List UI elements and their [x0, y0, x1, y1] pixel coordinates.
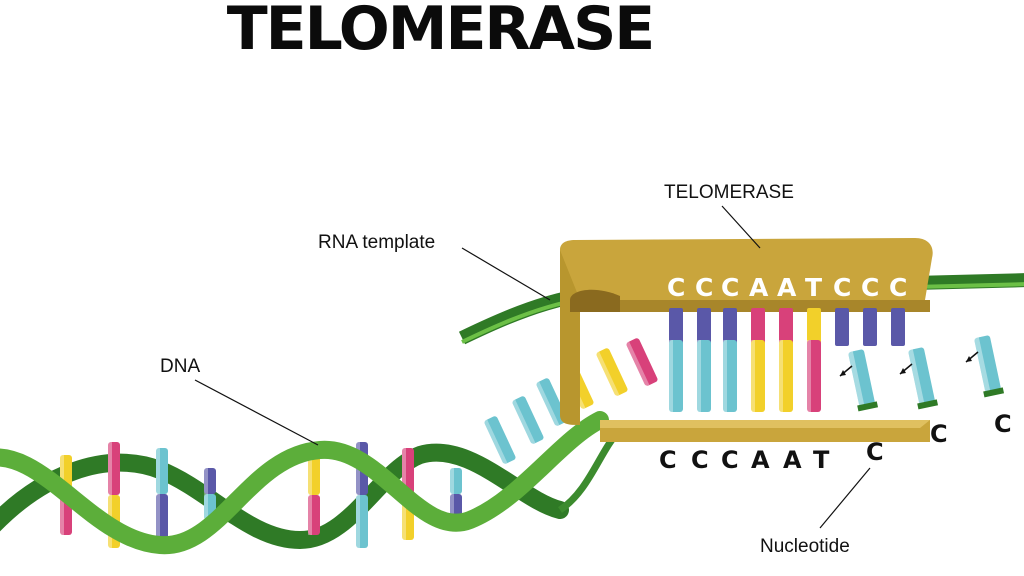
synthesized-base — [697, 340, 711, 412]
synthesized-base — [751, 340, 765, 412]
incoming-nucleotide — [907, 347, 939, 410]
single-strand-base — [483, 416, 516, 465]
telomerase-leader — [721, 205, 761, 249]
diagram-title: TELOMERASE — [226, 0, 656, 64]
synthesized-letter: C — [721, 446, 739, 474]
incoming-letter: C — [930, 420, 948, 448]
template-base — [751, 308, 765, 346]
incoming-letter: C — [994, 410, 1012, 438]
incoming-nucleotides — [839, 335, 1005, 412]
synthesized-letter: A — [783, 446, 802, 474]
template-base — [807, 308, 821, 346]
dna-double-helix — [0, 411, 921, 555]
template-base — [723, 308, 737, 346]
synthesized-base — [723, 340, 737, 412]
nucleotide-label: Nucleotide — [760, 536, 850, 557]
synthesized-base — [779, 340, 793, 412]
single-strand-base — [535, 378, 568, 427]
rna-template-label: RNA template — [318, 232, 436, 253]
single-strand-bases — [483, 338, 658, 465]
synthesized-letter: A — [751, 446, 770, 474]
template-base — [779, 308, 793, 346]
synthesized-letter: C — [659, 446, 677, 474]
dna-leader — [194, 379, 319, 446]
template-bases — [669, 308, 905, 346]
synthesized-base — [669, 340, 683, 412]
synthesized-letter: T — [813, 446, 830, 474]
telomerase-label: TELOMERASE — [664, 182, 794, 203]
template-base — [835, 308, 849, 346]
incoming-nucleotide — [847, 349, 879, 412]
single-strand-base — [625, 338, 658, 387]
template-base — [697, 308, 711, 346]
template-base — [863, 308, 877, 346]
template-base — [669, 308, 683, 346]
dna-base-pair — [450, 468, 462, 520]
nucleotide-leader — [819, 467, 871, 529]
incoming-nucleotide — [973, 335, 1005, 398]
dna-front-strand — [0, 411, 609, 555]
single-strand-base — [595, 348, 628, 397]
dna-back-strand — [0, 443, 569, 550]
dna-label: DNA — [160, 356, 201, 377]
telomerase-enzyme — [560, 238, 933, 442]
incoming-letter: C — [866, 438, 884, 466]
synthesized-letter: C — [691, 446, 709, 474]
synthesized-base — [807, 340, 821, 412]
dna-base-pair — [156, 448, 168, 540]
rna-template-leader — [461, 247, 551, 301]
dna-base-pair — [308, 455, 320, 535]
template-base — [891, 308, 905, 346]
single-strand-base — [511, 396, 544, 445]
synthesized-bases — [669, 340, 821, 412]
